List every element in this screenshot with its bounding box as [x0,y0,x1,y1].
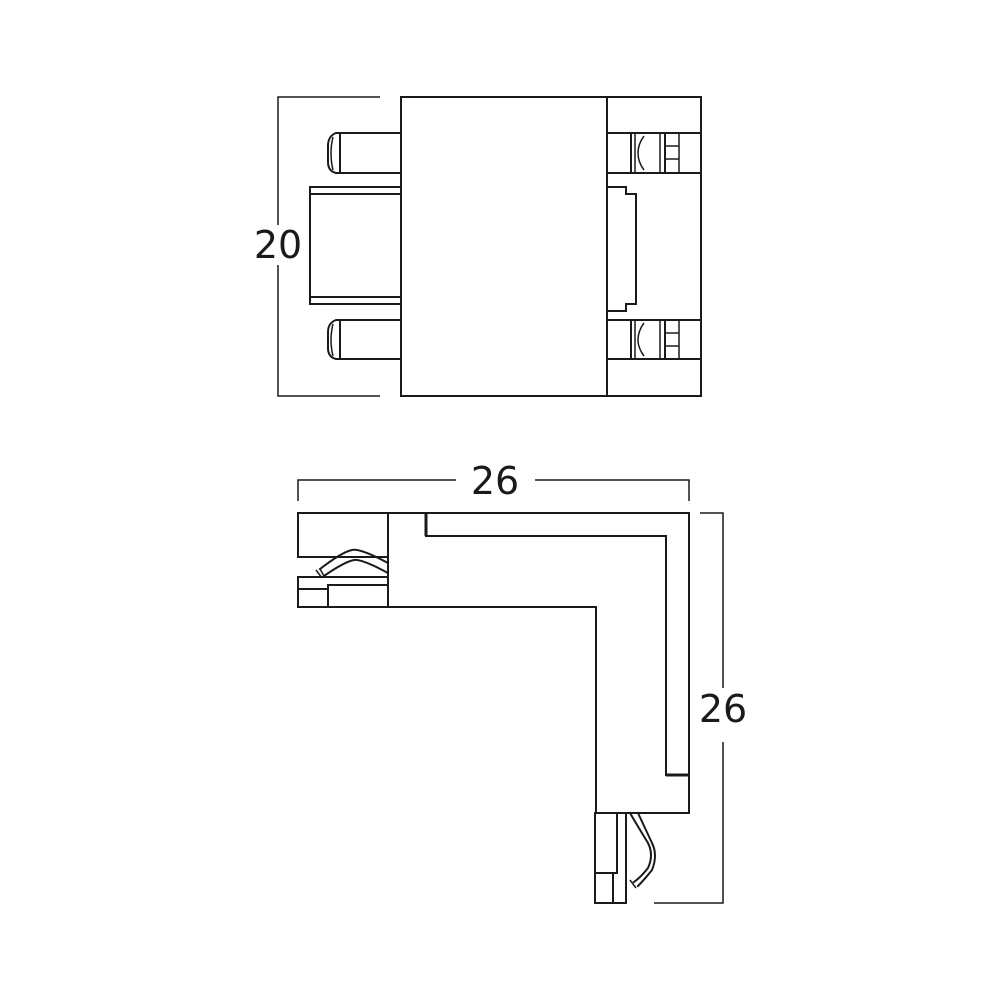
top-view: 20 [254,96,702,397]
dimension-line-height-20 [277,96,380,397]
contact-lower-right [606,319,702,360]
dimension-label-height: 20 [254,223,302,267]
connector-end-bottom [594,811,656,904]
dimension-line-width-26 [297,479,690,501]
front-view-corner: 26 26 [297,459,747,904]
right-middle-slot [606,186,637,312]
contact-upper-right [606,132,702,174]
dimension-line-height-26 [654,512,724,904]
l-body-outer [387,512,690,814]
dimension-label-height-26: 26 [699,687,747,731]
dimension-label-width: 26 [471,459,519,503]
connector-end-left [297,512,390,608]
right-end-block [606,96,702,397]
clip-lower-left [327,319,341,360]
main-body [400,96,608,397]
clip-upper-left [327,132,341,174]
l-body-inner-channel [425,512,690,776]
